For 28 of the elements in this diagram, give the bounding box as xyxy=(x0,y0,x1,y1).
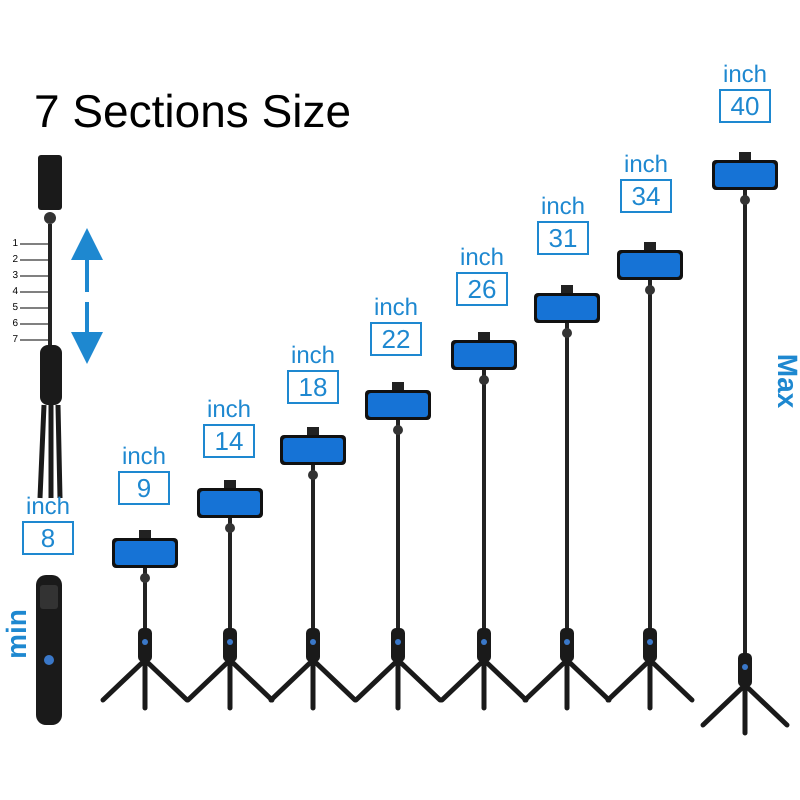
length-value: 34 xyxy=(620,179,672,213)
length-value: 31 xyxy=(537,221,589,255)
length-value: 26 xyxy=(456,272,508,306)
title: 7 Sections Size xyxy=(34,84,352,138)
length-value: 40 xyxy=(719,89,771,123)
unit-label: inch xyxy=(624,151,668,179)
unit-label: inch xyxy=(206,396,252,424)
length-value: 8 xyxy=(22,521,74,555)
unit-label: inch xyxy=(290,342,336,370)
callout-number: 4 xyxy=(6,286,18,297)
length-value: 9 xyxy=(118,471,170,505)
size-label: min xyxy=(0,609,33,659)
callout-number: 1 xyxy=(6,238,18,249)
unit-label: inch xyxy=(460,244,504,272)
length-value: 18 xyxy=(287,370,339,404)
callout-number: 5 xyxy=(6,302,18,313)
length-value: 14 xyxy=(203,424,255,458)
unit-label: inch xyxy=(540,193,586,221)
callout-number: 6 xyxy=(6,318,18,329)
callout-number: 2 xyxy=(6,254,18,265)
unit-label: inch xyxy=(26,493,70,521)
unit-label: inch xyxy=(722,61,768,89)
unit-label: inch xyxy=(122,443,166,471)
unit-label: inch xyxy=(374,294,418,322)
callout-number: 3 xyxy=(6,270,18,281)
callout-number: 7 xyxy=(6,334,18,345)
length-value: 22 xyxy=(370,322,422,356)
size-label: Max xyxy=(771,354,800,408)
